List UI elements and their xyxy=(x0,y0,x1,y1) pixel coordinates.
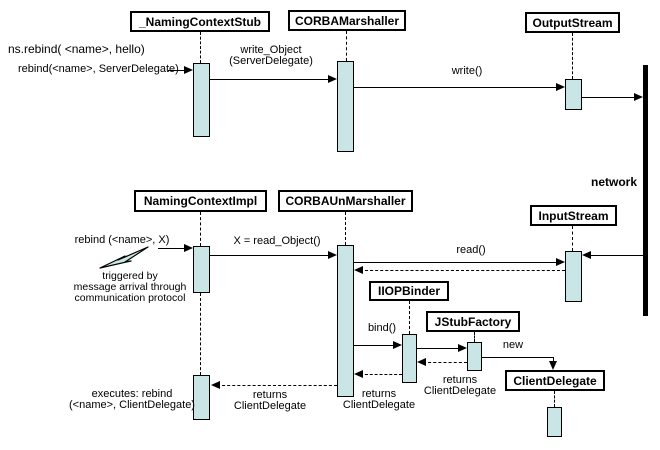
lifeline-naming-context-impl-a xyxy=(200,212,201,246)
box-naming-context-impl-label: NamingContextImpl xyxy=(143,194,258,208)
arrow-new-vertical xyxy=(553,357,554,363)
activation-corba-unmarshaller xyxy=(337,245,354,397)
box-iiop-binder: IIOPBinder xyxy=(369,281,449,301)
box-iiop-binder-label: IIOPBinder xyxy=(377,284,440,298)
box-output-stream: OutputStream xyxy=(525,12,620,33)
arrowhead-bind xyxy=(393,341,402,349)
write-object-line1: write_Object xyxy=(240,44,302,56)
write-object-line2: (ServerDelegate) xyxy=(229,55,313,67)
box-corba-unmarshaller-label: CORBAUnMarshaller xyxy=(285,194,406,208)
executes-line1: executes: rebind xyxy=(91,388,173,400)
returns-line1: returns xyxy=(252,389,288,401)
lifeline-client-delegate xyxy=(554,391,555,407)
box-corba-unmarshaller: CORBAUnMarshaller xyxy=(278,190,413,212)
activation-client-delegate xyxy=(547,407,562,437)
read-label: read() xyxy=(456,244,486,256)
bind-label: bind() xyxy=(367,322,397,334)
activation-naming-context-stub xyxy=(193,63,210,137)
arrowhead-outputstream-network xyxy=(634,93,643,101)
box-client-delegate: ClientDelegate xyxy=(505,370,605,391)
activation-input-stream xyxy=(565,251,582,302)
arrowhead-rebind-stub xyxy=(184,66,193,74)
box-input-stream: InputStream xyxy=(530,205,617,226)
box-jstub-factory: JStubFactory xyxy=(426,311,520,332)
arrowhead-new xyxy=(549,361,557,370)
arrow-iiop-jstub xyxy=(417,348,460,349)
new-label: new xyxy=(502,339,524,351)
lifeline-naming-context-stub xyxy=(200,32,201,63)
triggered-line2: message arrival through xyxy=(73,281,187,293)
arrowhead-return-jstub xyxy=(417,358,426,366)
lifeline-iiop-binder xyxy=(409,301,410,334)
rebind-server-delegate-label: rebind(<name>, ServerDelegate) xyxy=(18,63,179,75)
arrow-x-read-object xyxy=(210,255,332,256)
arrow-rebind-x xyxy=(158,248,188,249)
activation-naming-context-impl-1 xyxy=(193,246,210,293)
activation-corba-marshaller xyxy=(337,61,354,152)
arrowhead-x-read-object xyxy=(328,251,337,259)
arrowhead-rebind-x xyxy=(184,244,193,252)
returns-line2: ClientDelegate xyxy=(342,399,416,411)
x-read-object-label: X = read_Object() xyxy=(233,235,321,247)
arrow-bind xyxy=(354,345,395,346)
box-naming-context-impl: NamingContextImpl xyxy=(134,190,267,212)
arrowhead-write-object xyxy=(328,75,337,83)
arrowhead-network-inputstream xyxy=(582,251,591,259)
arrow-write-object xyxy=(210,79,332,80)
lifeline-naming-context-impl-b xyxy=(200,293,201,375)
triggered-note: triggered by message arrival through com… xyxy=(74,271,187,304)
arrow-new-horizontal xyxy=(482,357,554,358)
activation-jstub-factory xyxy=(467,342,482,371)
returns-client-delegate-impl: returns ClientDelegate xyxy=(234,390,306,412)
box-naming-context-stub-label: _NamingContextStub xyxy=(138,14,261,29)
arrowhead-iiop-jstub xyxy=(458,344,467,352)
triggered-line1: triggered by xyxy=(102,270,158,282)
returns-line1: returns xyxy=(361,388,397,400)
return-iiop-unmarshaller xyxy=(360,374,402,375)
triggered-line3: communication protocol xyxy=(74,292,186,304)
box-output-stream-label: OutputStream xyxy=(532,15,613,30)
return-unmarshaller-impl xyxy=(217,385,337,386)
arrow-network-inputstream xyxy=(591,255,643,256)
box-corba-marshaller-label: CORBAMarshaller xyxy=(294,13,400,28)
arrowhead-return-unmarshaller xyxy=(211,381,220,389)
activation-output-stream xyxy=(565,79,582,110)
lifeline-corba-marshaller xyxy=(346,31,347,61)
box-jstub-factory-label: JStubFactory xyxy=(434,314,512,329)
lifeline-corba-unmarshaller xyxy=(345,212,346,245)
box-client-delegate-label: ClientDelegate xyxy=(513,373,597,388)
network-label: network xyxy=(591,175,638,189)
arrow-write xyxy=(354,87,560,88)
activation-iiop-binder xyxy=(402,334,417,383)
ns-rebind-label: ns.rebind( <name>, hello) xyxy=(8,42,145,56)
returns-client-delegate-unmarshaller: returns ClientDelegate xyxy=(343,389,415,411)
returns-line1: returns xyxy=(442,374,478,386)
return-jstub-iiop xyxy=(423,362,467,363)
write-label: write() xyxy=(451,65,483,77)
arrowhead-return-iiop xyxy=(354,370,363,378)
dart-arrow-icon xyxy=(99,246,149,269)
activation-naming-context-impl-2 xyxy=(193,375,210,420)
arrow-read xyxy=(354,262,560,263)
arrowhead-write xyxy=(556,83,565,91)
lifeline-jstub-factory xyxy=(474,332,475,342)
write-object-label: write_Object (ServerDelegate) xyxy=(229,45,313,67)
executes-line2: (<name>, ClientDelegate) xyxy=(69,399,195,411)
executes-note: executes: rebind (<name>, ClientDelegate… xyxy=(69,389,195,411)
rebind-x-label: rebind (<name>, X) xyxy=(74,234,170,246)
arrow-outputstream-network xyxy=(582,97,638,98)
arrowhead-return-inputstream xyxy=(354,266,363,274)
network-bar xyxy=(643,65,648,316)
box-corba-marshaller: CORBAMarshaller xyxy=(288,10,406,31)
returns-line2: ClientDelegate xyxy=(423,385,497,397)
box-input-stream-label: InputStream xyxy=(538,208,609,223)
returns-client-delegate-jstub: returns ClientDelegate xyxy=(424,375,496,397)
returns-line2: ClientDelegate xyxy=(233,400,307,412)
box-naming-context-stub: _NamingContextStub xyxy=(130,11,270,32)
lifeline-output-stream xyxy=(572,33,573,79)
arrow-rebind-stub xyxy=(168,70,188,71)
arrowhead-read xyxy=(556,258,565,266)
lifeline-input-stream xyxy=(572,226,573,251)
return-inputstream-unmarshaller xyxy=(360,270,565,271)
